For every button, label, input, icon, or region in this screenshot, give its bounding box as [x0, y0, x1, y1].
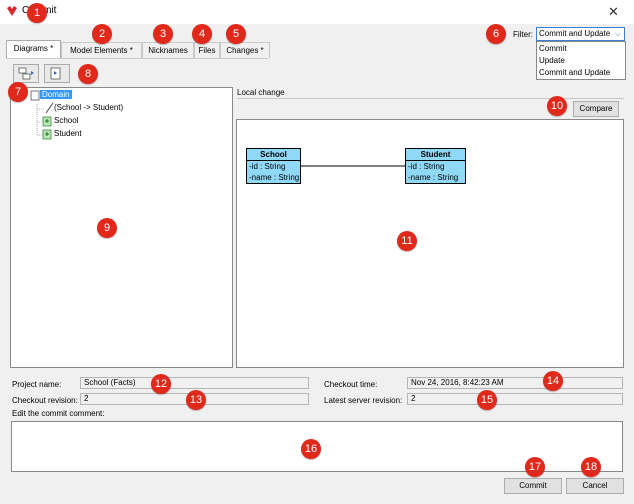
- expand-all-button[interactable]: [13, 64, 39, 83]
- tab-underline: [6, 58, 268, 59]
- association-icon: [45, 102, 54, 114]
- filter-select[interactable]: Commit and Update: [536, 27, 625, 41]
- project-name-label: Project name:: [12, 380, 62, 389]
- title-bar: [0, 0, 634, 24]
- tree-item-student[interactable]: Student: [54, 129, 82, 138]
- tab-model-elements[interactable]: Model Elements *: [61, 42, 142, 58]
- collapse-all-button[interactable]: [44, 64, 70, 83]
- tab-nicknames[interactable]: Nicknames: [142, 42, 194, 58]
- filter-label: Filter:: [513, 30, 533, 39]
- uml-class-school[interactable]: School -id : String -name : String: [246, 148, 301, 184]
- class-icon: [42, 129, 52, 140]
- callout-badge: 10: [547, 96, 567, 116]
- checkout-time-field: Nov 24, 2016, 8:42:23 AM: [407, 377, 623, 389]
- uml-attribute: -id : String: [408, 162, 445, 171]
- tab-files[interactable]: Files: [194, 42, 220, 58]
- latest-revision-field: 2: [407, 393, 623, 405]
- app-logo-icon: [7, 6, 17, 16]
- callout-badge: 2: [92, 24, 112, 44]
- callout-badge: 16: [301, 439, 321, 459]
- latest-revision-label: Latest server revision:: [324, 396, 403, 405]
- checkout-revision-label: Checkout revision:: [12, 396, 78, 405]
- uml-class-name: School: [247, 149, 300, 161]
- close-icon[interactable]: ✕: [608, 4, 619, 19]
- uml-attribute: -name : String: [408, 173, 459, 182]
- commit-comment-label: Edit the commit comment:: [12, 409, 105, 418]
- callout-badge: 9: [97, 218, 117, 238]
- callout-badge: 6: [486, 24, 506, 44]
- filter-option-commit[interactable]: Commit: [539, 44, 567, 53]
- uml-attribute: -name : String: [249, 173, 300, 182]
- commit-button[interactable]: Commit: [504, 478, 562, 494]
- expand-tree-icon: [18, 67, 34, 80]
- filter-dropdown-menu: Commit Update Commit and Update: [536, 41, 626, 80]
- uml-class-student[interactable]: Student -id : String -name : String: [405, 148, 466, 184]
- callout-badge: 14: [543, 371, 563, 391]
- tree-root-domain[interactable]: Domain: [40, 90, 72, 99]
- tree-item-school[interactable]: School: [54, 116, 79, 125]
- callout-badge: 18: [581, 457, 601, 477]
- header-divider: [237, 98, 624, 99]
- class-icon: [42, 116, 52, 127]
- callout-badge: 8: [78, 64, 98, 84]
- diagram-tree-panel: Domain (School -> Student) School Studen…: [10, 87, 233, 368]
- project-name-field: School (Facts): [80, 377, 309, 389]
- callout-badge: 13: [186, 390, 206, 410]
- callout-badge: 1: [27, 3, 47, 23]
- checkout-time-label: Checkout time:: [324, 380, 378, 389]
- filter-option-commit-and-update[interactable]: Commit and Update: [539, 68, 611, 77]
- chevron-down-icon[interactable]: ⌵: [614, 29, 622, 38]
- collapse-tree-icon: [50, 67, 61, 80]
- uml-attribute: -id : String: [249, 162, 286, 171]
- cancel-button[interactable]: Cancel: [566, 478, 624, 494]
- association-line: [300, 165, 406, 167]
- filter-option-update[interactable]: Update: [539, 56, 565, 65]
- callout-badge: 17: [525, 457, 545, 477]
- callout-badge: 11: [397, 231, 417, 251]
- tree-item-association[interactable]: (School -> Student): [54, 103, 124, 112]
- callout-badge: 12: [151, 374, 171, 394]
- compare-button[interactable]: Compare: [573, 101, 619, 117]
- callout-badge: 5: [226, 24, 246, 44]
- domain-icon: [30, 90, 40, 101]
- callout-badge: 15: [477, 390, 497, 410]
- tab-changes[interactable]: Changes *: [220, 42, 270, 58]
- local-change-label: Local change: [237, 88, 285, 97]
- tab-diagrams[interactable]: Diagrams *: [6, 40, 61, 58]
- callout-badge: 7: [8, 82, 28, 102]
- uml-class-name: Student: [406, 149, 465, 161]
- callout-badge: 4: [192, 24, 212, 44]
- callout-badge: 3: [153, 24, 173, 44]
- diagram-preview-panel: School -id : String -name : String Stude…: [236, 119, 624, 368]
